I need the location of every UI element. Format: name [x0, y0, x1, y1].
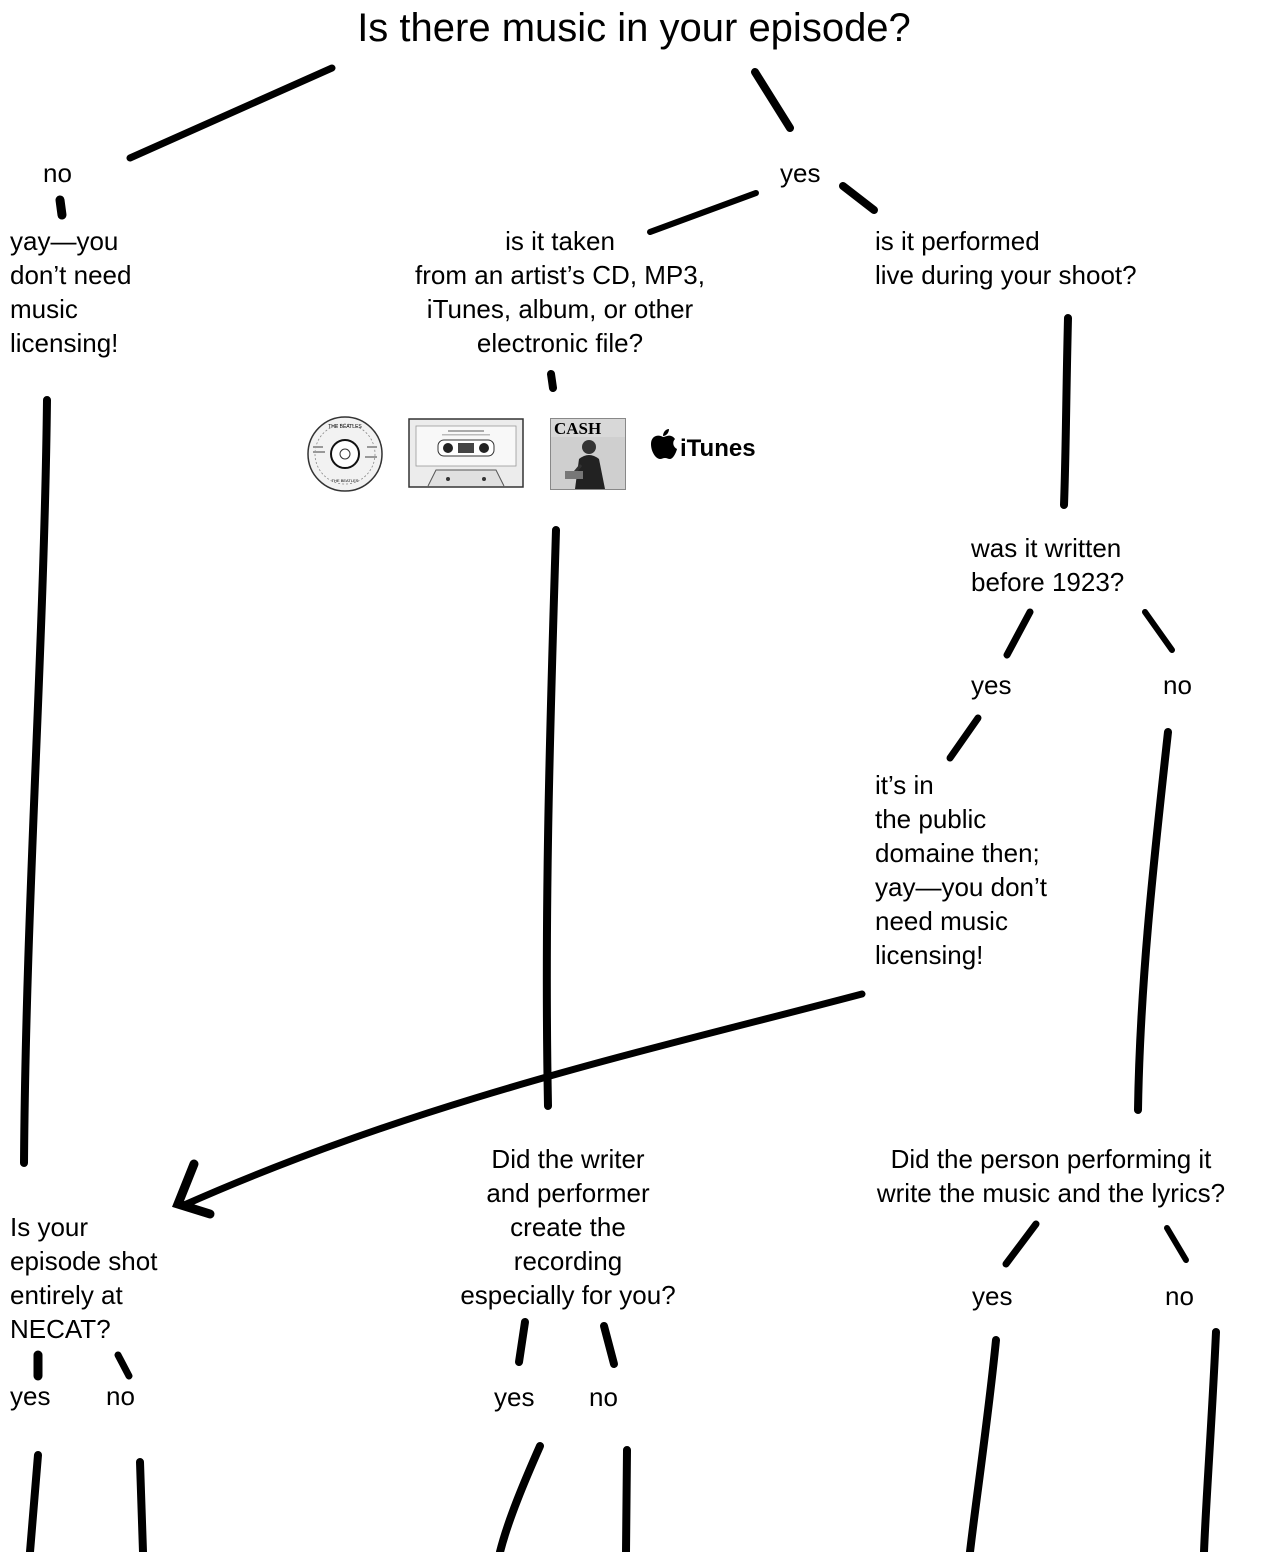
connector-person-no-down — [1200, 1328, 1220, 1552]
text-line: it’s in — [875, 770, 934, 800]
cd-icon: THE BEATLES THE BEATLES — [307, 416, 383, 492]
answer-necat-no: no — [106, 1381, 135, 1411]
connector-person-no — [1164, 1225, 1189, 1263]
connector-necat-yes-down — [26, 1451, 42, 1552]
text-line: especially for you? — [460, 1280, 676, 1310]
text-line: entirely at — [10, 1280, 123, 1310]
connector-public-necat — [178, 990, 866, 1210]
cd-label-bottom: THE BEATLES — [332, 478, 359, 483]
text-line: the public — [875, 804, 987, 834]
text-line: live during your shoot? — [875, 260, 1137, 290]
text-line: before 1923? — [971, 567, 1125, 597]
connector-writer-yes-down — [496, 1442, 544, 1552]
text-line: write the music and the lyrics? — [876, 1178, 1226, 1208]
answer-necat-yes: yes — [10, 1381, 51, 1411]
text-line: create the — [510, 1212, 626, 1242]
connector-no-person — [1134, 728, 1172, 1114]
text-line: was it written — [971, 533, 1122, 563]
text-line: from an artist’s CD, MP3, — [415, 260, 705, 290]
question-taken-from-file: is it taken from an artist’s CD, MP3, iT… — [390, 224, 730, 360]
text-line: need music — [875, 906, 1008, 936]
album-label: CASH — [554, 419, 602, 438]
text-line: domaine then; — [875, 838, 1040, 868]
text-line: episode shot — [10, 1246, 158, 1276]
text-line: yay—you — [10, 226, 119, 256]
connector-person-yes-down — [966, 1336, 1000, 1552]
itunes-label: iTunes — [680, 435, 756, 462]
connector-title-no — [126, 64, 336, 162]
text-line: don’t need — [10, 260, 132, 290]
text-line: Did the writer — [491, 1144, 645, 1174]
text-line: recording — [513, 1246, 623, 1276]
text-line: NECAT? — [10, 1314, 111, 1344]
text-line: licensing! — [10, 328, 119, 358]
answer-yes: yes — [780, 158, 821, 188]
text-line: electronic file? — [476, 328, 644, 358]
question-written-before-1923: was it written before 1923? — [971, 531, 1124, 599]
answer-person-yes: yes — [972, 1281, 1013, 1311]
connector-yes-live — [839, 182, 878, 214]
connector-title-yes — [751, 68, 794, 132]
connector-writer-no-down — [622, 1446, 631, 1552]
connector-taken-media — [547, 370, 557, 392]
connector-writer-yes — [515, 1318, 529, 1366]
cassette-icon — [408, 418, 524, 488]
connector-necat-no — [114, 1351, 133, 1380]
text-line: music — [10, 294, 78, 324]
connector-1923-yes — [1003, 608, 1034, 659]
answer-1923-yes: yes — [971, 670, 1012, 700]
connector-person-yes — [1002, 1220, 1040, 1268]
text-line: Did the person performing it — [890, 1144, 1212, 1174]
question-person-performing: Did the person performing it write the m… — [846, 1142, 1256, 1210]
connector-media-writer — [542, 526, 560, 1110]
text-line: iTunes, album, or other — [426, 294, 694, 324]
question-shot-at-necat: Is your episode shot entirely at NECAT? — [10, 1210, 157, 1346]
answer-no: no — [43, 158, 72, 188]
public-domain-result: it’s in the public domaine then; yay—you… — [875, 768, 1047, 972]
connector-no-result — [55, 195, 67, 220]
question-writer-performer: Did the writer and performer create the … — [440, 1142, 696, 1312]
cd-label-top: THE BEATLES — [328, 424, 362, 430]
arrowhead-necat — [172, 1159, 215, 1219]
text-line: licensing! — [875, 940, 984, 970]
album-icon: CASH — [550, 418, 626, 490]
connector-left-trunk — [20, 396, 51, 1167]
connector-live-1923 — [1060, 314, 1072, 509]
flowchart-title: Is there music in your episode? — [357, 6, 911, 50]
connector-writer-no — [600, 1322, 618, 1368]
answer-1923-no: no — [1163, 670, 1192, 700]
connector-yes-taken — [647, 190, 759, 235]
connector-1923-no — [1142, 609, 1175, 653]
answer-writer-no: no — [589, 1382, 618, 1412]
text-line: Is your — [10, 1212, 89, 1242]
answer-writer-yes: yes — [494, 1382, 535, 1412]
answer-person-no: no — [1165, 1281, 1194, 1311]
text-line: is it taken — [505, 226, 615, 256]
connector-necat-no-down — [136, 1458, 147, 1552]
connector-yes-public — [946, 714, 982, 762]
text-line: and performer — [486, 1178, 650, 1208]
apple-icon — [651, 429, 677, 459]
text-line: yay—you don’t — [875, 872, 1047, 902]
question-performed-live: is it performed live during your shoot? — [875, 224, 1137, 292]
text-line: is it performed — [875, 226, 1040, 256]
no-music-result: yay—you don’t need music licensing! — [10, 224, 131, 360]
